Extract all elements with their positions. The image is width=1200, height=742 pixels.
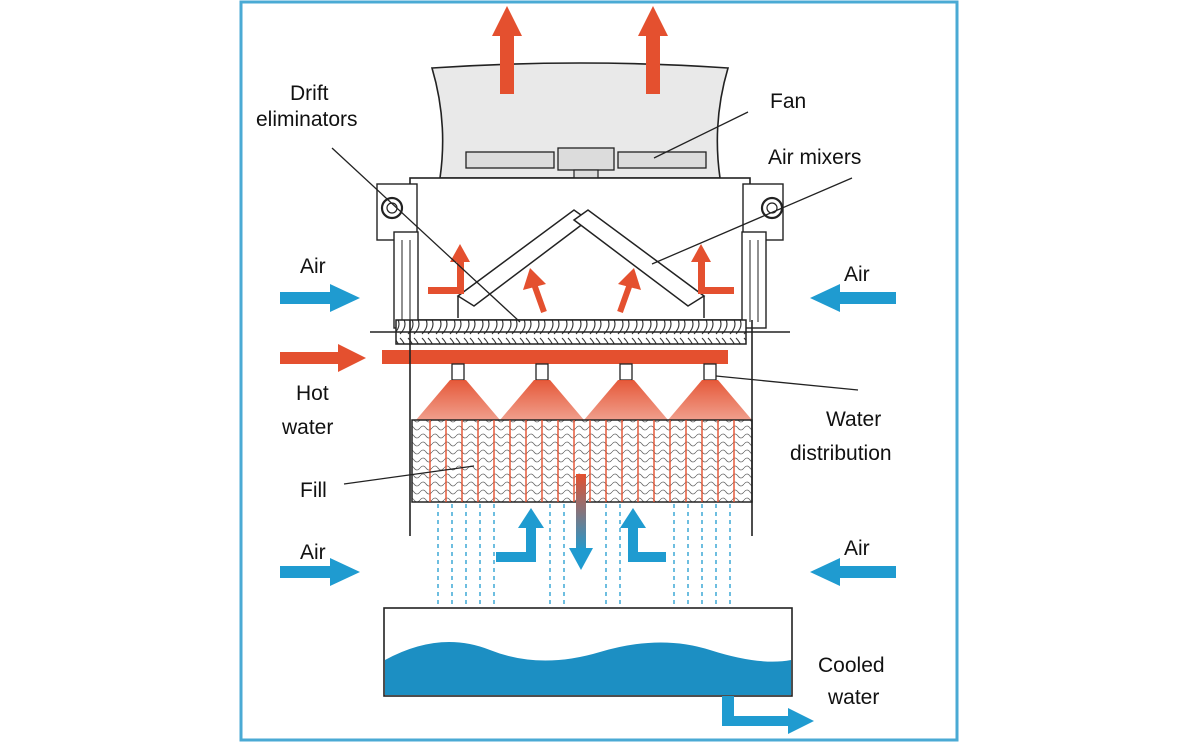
cooled-water-outlet-arrow (722, 696, 814, 734)
warm-air-arrows (428, 244, 734, 314)
label-hot-water-1: Hot (296, 382, 329, 405)
air-inlet-arrow-bottom-left (280, 558, 360, 586)
exhaust-arrow-left (492, 6, 522, 94)
water-distribution-nozzles (416, 363, 752, 420)
label-air-top-left: Air (300, 255, 326, 278)
exhaust-arrow-right (638, 6, 668, 94)
label-hot-water-2: water (281, 416, 333, 439)
air-mixers (456, 209, 706, 318)
hot-water-inlet-arrow (280, 344, 366, 372)
fan (465, 147, 707, 179)
label-air-mixers: Air mixers (768, 146, 861, 169)
label-cooled-water-1: Cooled (818, 654, 885, 677)
side-housing-right (741, 183, 784, 329)
cold-water-basin (383, 607, 793, 697)
label-drift-eliminators-1: Drift (290, 82, 329, 105)
label-drift-eliminators-2: eliminators (256, 108, 358, 131)
leader-lines (331, 111, 859, 485)
label-water-distribution-2: distribution (790, 442, 892, 465)
water-drop-arrow (569, 474, 593, 570)
air-inlet-arrow-top-right (810, 284, 896, 312)
label-air-bottom-right: Air (844, 537, 870, 560)
image-frame (239, 0, 959, 742)
label-air-bottom-left: Air (300, 541, 326, 564)
label-water-distribution-1: Water (826, 408, 881, 431)
air-inlet-arrow-top-left (280, 284, 360, 312)
hot-water-pipe (382, 350, 728, 364)
label-fill: Fill (300, 479, 327, 502)
label-air-top-right: Air (844, 263, 870, 286)
label-cooled-water-2: water (827, 686, 879, 709)
side-housing-left (376, 183, 419, 329)
label-fan: Fan (770, 90, 806, 113)
air-inlet-arrow-bottom-right (810, 558, 896, 586)
cool-air-arrows (496, 508, 666, 562)
